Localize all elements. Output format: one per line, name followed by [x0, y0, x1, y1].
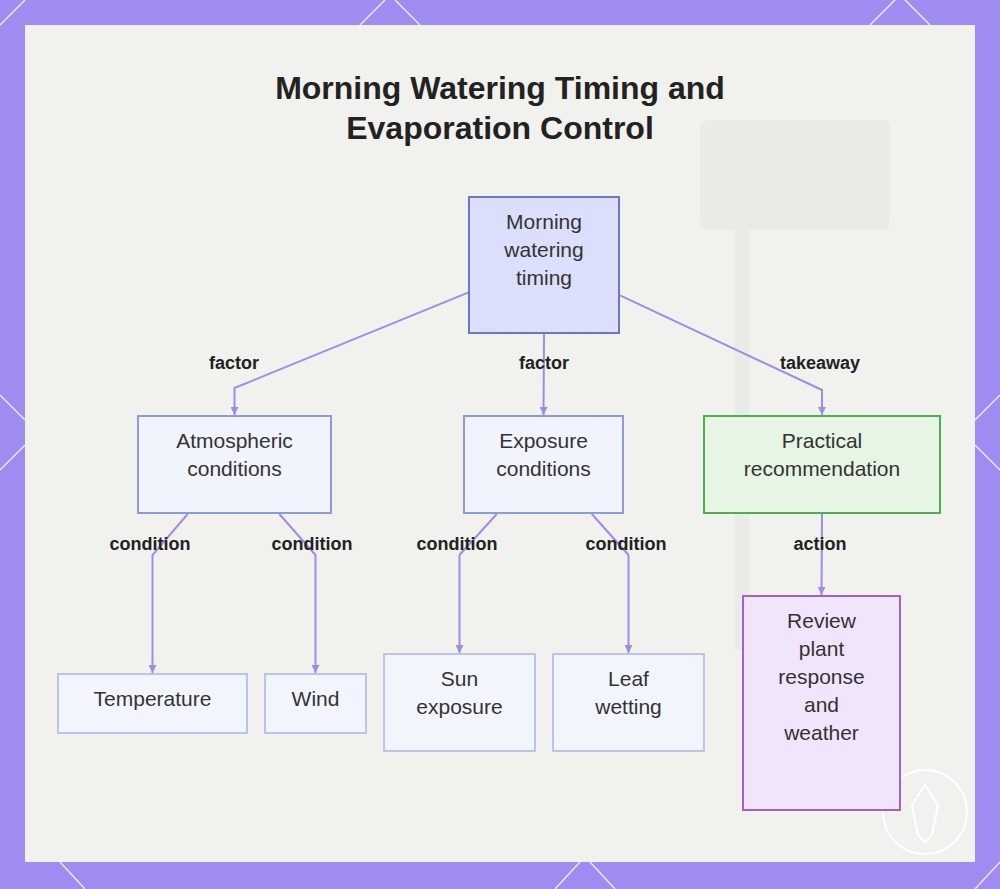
factor-box: Exposure conditions	[463, 415, 624, 514]
node-text: Practical recommendation	[725, 427, 919, 483]
edge-label: condition	[110, 534, 191, 555]
pattern-line	[905, 0, 930, 25]
condition-box: Sun exposure	[383, 653, 536, 752]
node-text: Exposure conditions	[485, 427, 602, 483]
condition-box: Wind	[264, 673, 367, 734]
pattern-line	[395, 0, 420, 25]
pattern-line	[0, 445, 25, 470]
canvas-panel	[25, 25, 975, 862]
condition-box: Temperature	[57, 673, 248, 734]
blurred-photo-shape	[700, 120, 890, 230]
connector-line	[821, 514, 824, 595]
edge-label: factor	[209, 353, 259, 374]
factor-box: Atmospheric conditions	[137, 415, 332, 514]
node-text: Wind	[292, 685, 340, 713]
node-text: Review plant response and weather	[774, 607, 869, 747]
node-text: Sun exposure	[409, 665, 510, 721]
node-text: Temperature	[94, 685, 212, 713]
root-box: Morning watering timing	[468, 196, 620, 334]
node-text: Atmospheric conditions	[159, 427, 310, 483]
pattern-line	[555, 862, 580, 889]
pattern-line	[0, 395, 25, 420]
edge-label: condition	[417, 534, 498, 555]
pattern-line	[975, 862, 1000, 889]
node-text: Morning watering timing	[482, 208, 606, 292]
edge-label: factor	[519, 353, 569, 374]
condition-box: Leaf wetting	[552, 653, 705, 752]
connector-line	[543, 334, 546, 415]
pattern-line	[975, 395, 1000, 420]
pattern-line	[60, 862, 85, 889]
pattern-line	[975, 445, 1000, 470]
edge-label: action	[793, 534, 846, 555]
takeaway-box: Practical recommendation	[703, 415, 941, 514]
node-text: Leaf wetting	[578, 665, 679, 721]
action-box: Review plant response and weather	[742, 595, 901, 811]
connector-line	[235, 293, 469, 415]
pattern-line	[590, 862, 615, 889]
pattern-line	[360, 0, 385, 25]
edge-label: condition	[586, 534, 667, 555]
pattern-line	[0, 0, 25, 25]
edge-label: condition	[272, 534, 353, 555]
diagram-title: Morning Watering Timing and Evaporation …	[230, 68, 770, 148]
edge-label: takeaway	[780, 353, 860, 374]
logo-mark	[912, 785, 938, 842]
pattern-line	[870, 0, 895, 25]
